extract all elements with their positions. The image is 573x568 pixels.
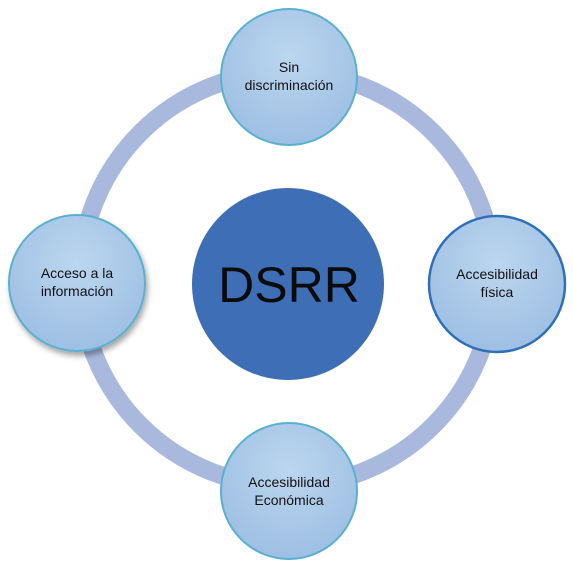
node-circle bbox=[8, 214, 146, 352]
node-label-line-2: Económica bbox=[254, 492, 323, 508]
node-circle bbox=[220, 422, 358, 560]
node-label-line-1: Accesibilidad bbox=[456, 266, 538, 282]
node-accesibilidad-economica: Accesibilidad Económica bbox=[220, 422, 358, 560]
node-label-line-2: información bbox=[41, 283, 113, 299]
center-node: DSRR bbox=[192, 188, 384, 380]
center-circle bbox=[192, 188, 384, 380]
node-circle bbox=[427, 214, 567, 354]
node-label-line-2: discriminación bbox=[245, 77, 334, 93]
node-acceso-a-la-informacion: Acceso a la información bbox=[8, 214, 146, 352]
node-accesibilidad-fisica: Accesibilidad física bbox=[427, 214, 567, 354]
node-sin-discriminacion: Sin discriminación bbox=[220, 8, 358, 146]
node-circle bbox=[220, 8, 358, 146]
center-label: DSRR bbox=[218, 257, 360, 313]
node-label-line-1: Sin bbox=[279, 59, 299, 75]
node-label-line-2: física bbox=[481, 284, 514, 300]
node-label-line-1: Accesibilidad bbox=[248, 474, 330, 490]
node-label-line-1: Acceso a la bbox=[41, 265, 114, 281]
